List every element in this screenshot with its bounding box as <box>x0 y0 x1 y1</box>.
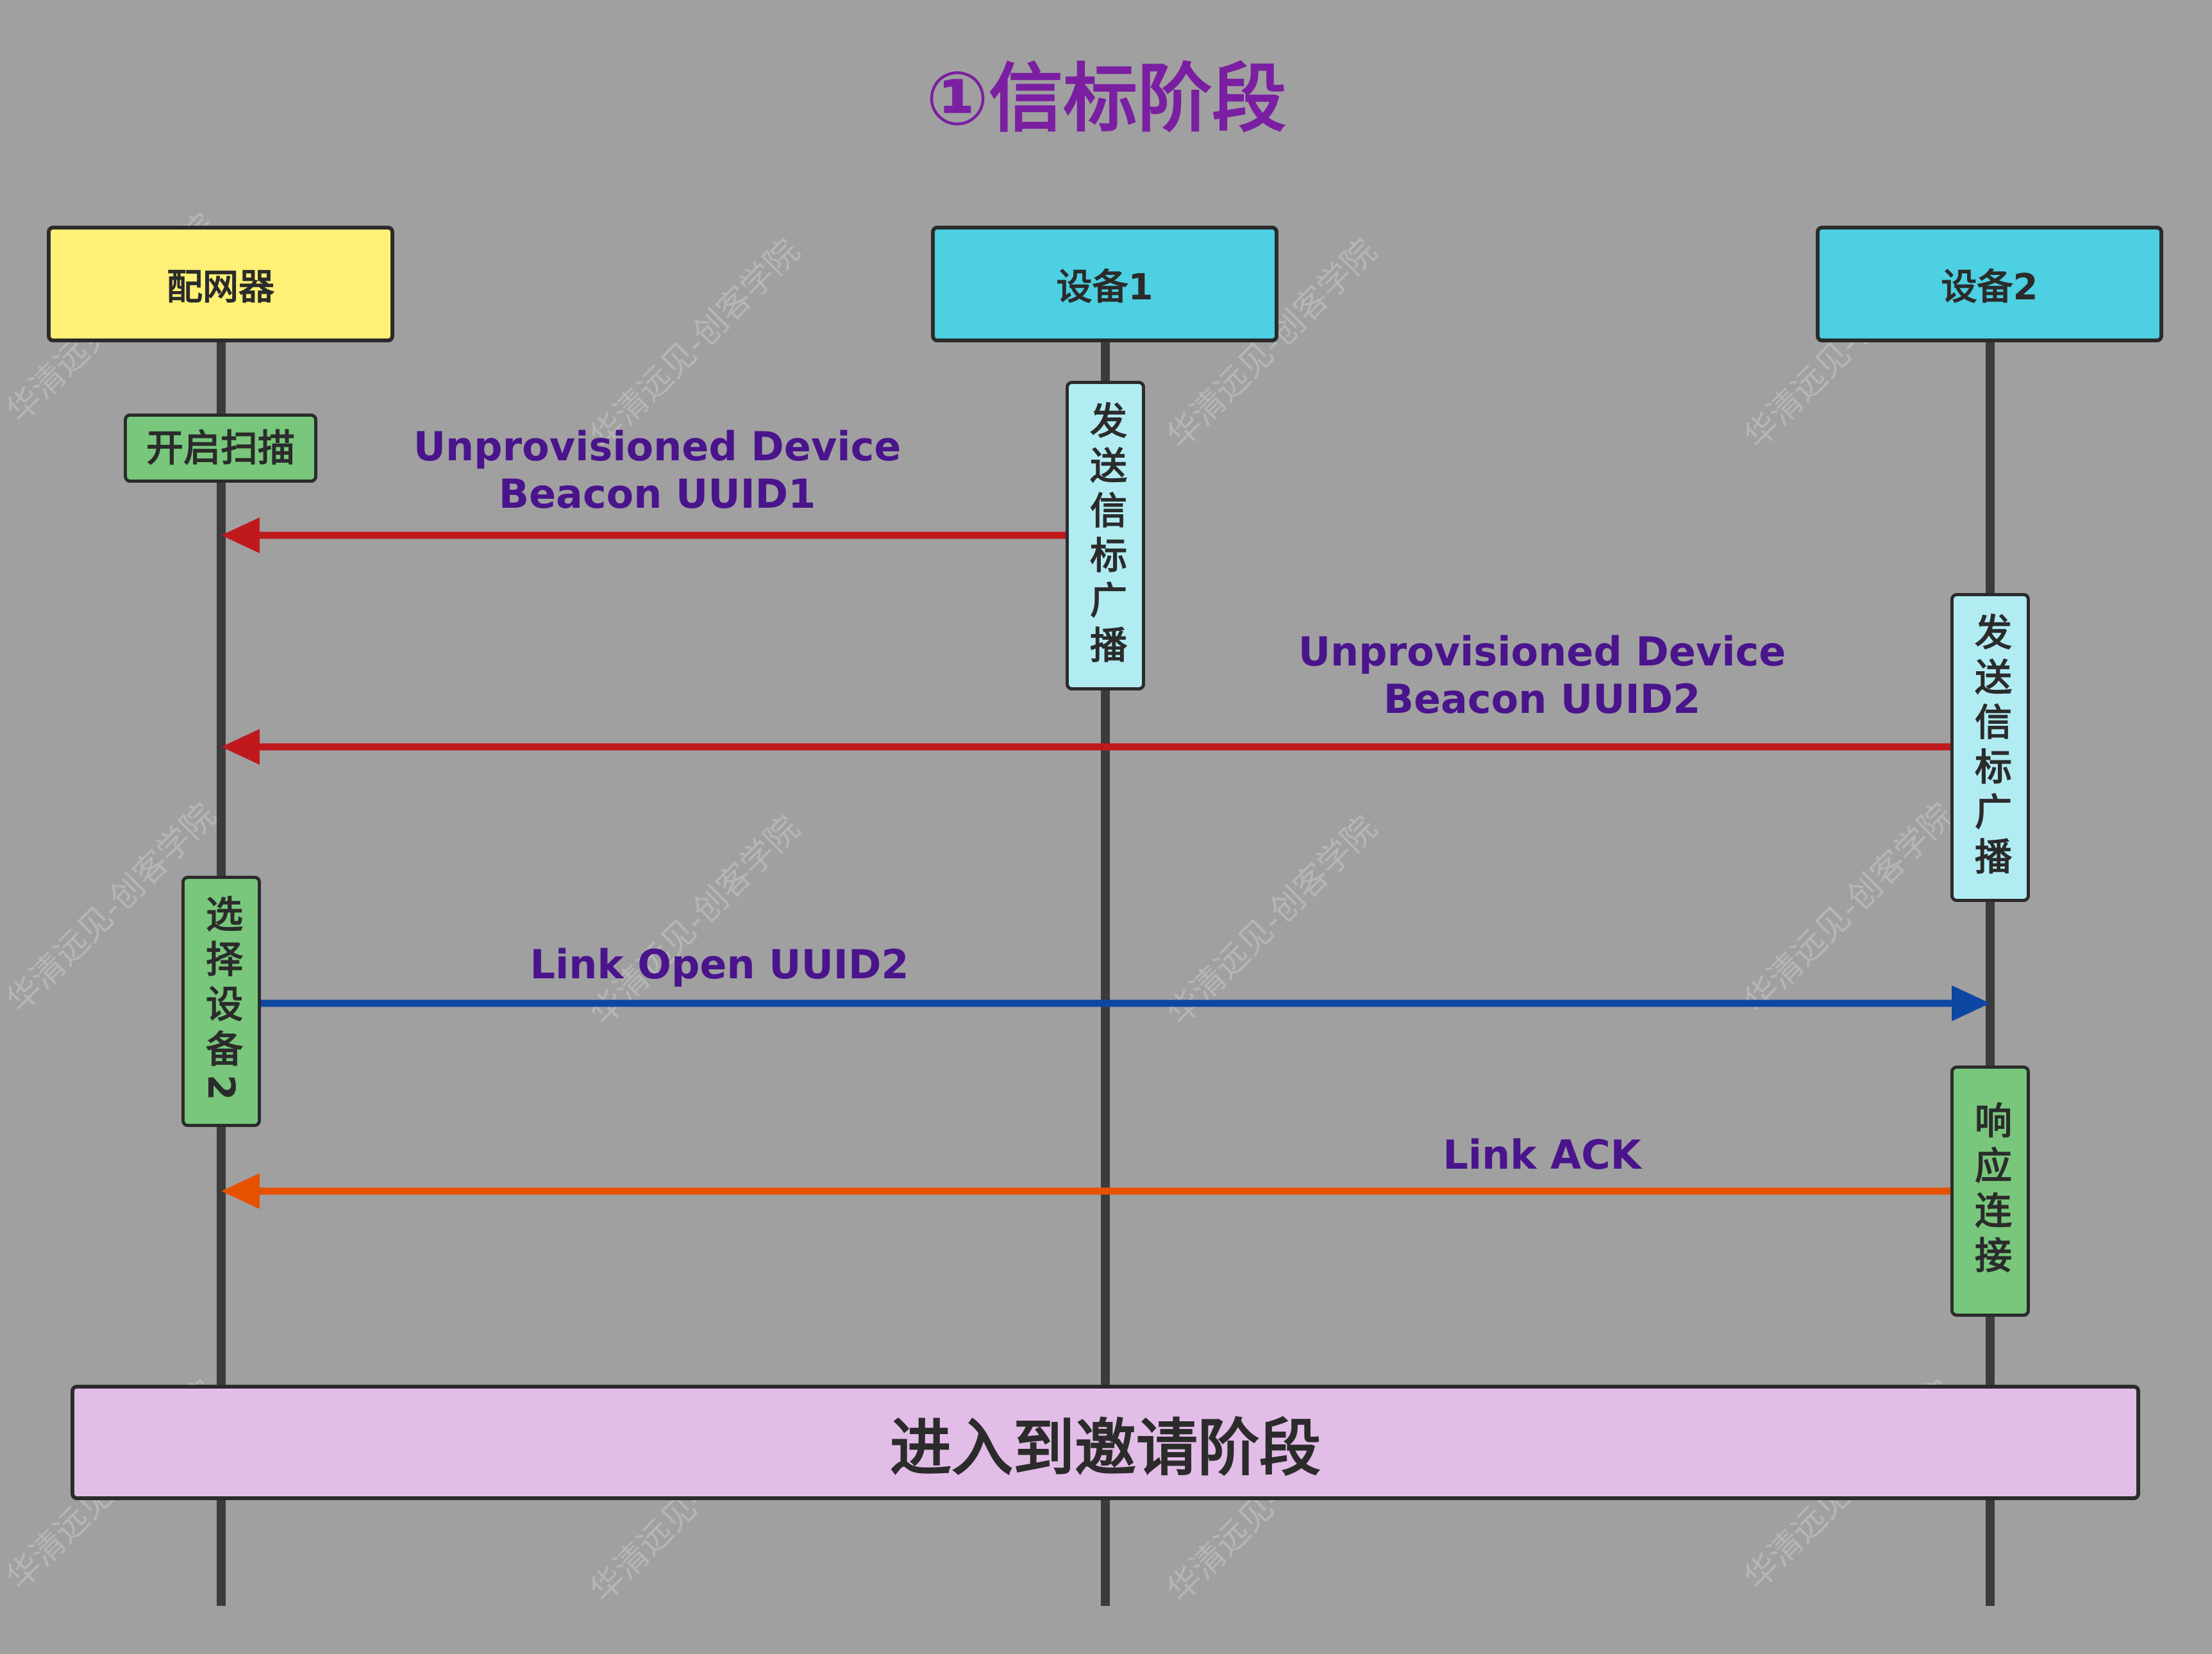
message-label-line: Link ACK <box>1443 1132 1641 1178</box>
activation-start-scan: 开启扫描 <box>124 414 317 483</box>
participant-device2: 设备2 <box>1816 226 2163 342</box>
arrowhead-beacon-uuid2 <box>221 729 260 765</box>
message-label-link-ack: Link ACK <box>1286 1132 1798 1179</box>
activation-respond-connect: 响应连接 <box>1950 1065 2030 1317</box>
activation-device2-broadcast: 发送信标广播 <box>1950 593 2030 902</box>
activation-select-device2: 选择设备2 <box>181 876 261 1127</box>
message-label-beacon-uuid1: Unprovisioned Device Beacon UUID1 <box>401 423 914 519</box>
message-label-line: Link Open UUID2 <box>530 941 909 988</box>
message-label-line: Beacon UUID1 <box>498 471 816 518</box>
message-label-link-open: Link Open UUID2 <box>463 941 976 989</box>
next-phase-banner: 进入到邀请阶段 <box>71 1385 2140 1500</box>
participant-provisioner: 配网器 <box>47 226 394 342</box>
message-label-beacon-uuid2: Unprovisioned Device Beacon UUID2 <box>1286 628 1798 724</box>
participant-device1: 设备1 <box>931 226 1278 342</box>
arrowhead-beacon-uuid1 <box>221 517 260 553</box>
message-label-line: Beacon UUID2 <box>1383 676 1701 723</box>
arrowhead-link-open <box>1952 985 1990 1021</box>
arrowhead-link-ack <box>221 1173 260 1209</box>
diagram-title: ①信标阶段 <box>925 56 1287 142</box>
message-label-line: Unprovisioned Device <box>413 423 901 470</box>
activation-device1-broadcast: 发送信标广播 <box>1066 381 1145 690</box>
message-label-line: Unprovisioned Device <box>1298 628 1786 675</box>
